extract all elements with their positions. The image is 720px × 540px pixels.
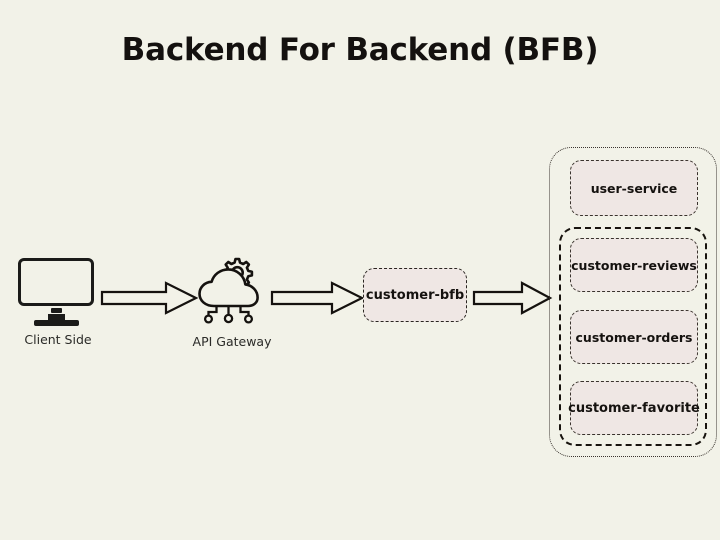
network-nodes <box>203 313 254 324</box>
service-box-customer-reviews[interactable]: customer-reviews <box>570 238 698 292</box>
arrow-client-to-gateway <box>100 281 199 315</box>
monitor-icon <box>18 258 98 326</box>
monitor-screen <box>18 258 94 306</box>
api-gateway-label: API Gateway <box>192 334 272 349</box>
network-stems <box>207 306 250 316</box>
monitor-neck <box>48 314 65 321</box>
monitor-base <box>34 320 79 326</box>
customer-services-group-container <box>559 227 707 446</box>
node-client-side: Client Side <box>12 258 104 347</box>
cloud-shape <box>198 268 259 308</box>
page-title: Backend For Backend (BFB) <box>121 32 599 68</box>
node-customer-bfb[interactable]: customer-bfb <box>363 268 467 322</box>
monitor-power-button <box>51 308 62 313</box>
cloud-gear-svg <box>198 257 259 324</box>
node-api-gateway: API Gateway <box>186 256 278 349</box>
client-side-label: Client Side <box>24 332 92 347</box>
arrow-bfb-to-services <box>472 281 553 315</box>
arrow-gateway-to-bfb <box>270 281 365 315</box>
service-box-customer-orders[interactable]: customer-orders <box>570 310 698 364</box>
cloud-gear-icon <box>194 256 270 326</box>
service-box-user-service[interactable]: user-service <box>570 160 698 216</box>
service-box-customer-favorite[interactable]: customer-favorite <box>568 381 700 435</box>
services-outer-container <box>549 147 717 457</box>
